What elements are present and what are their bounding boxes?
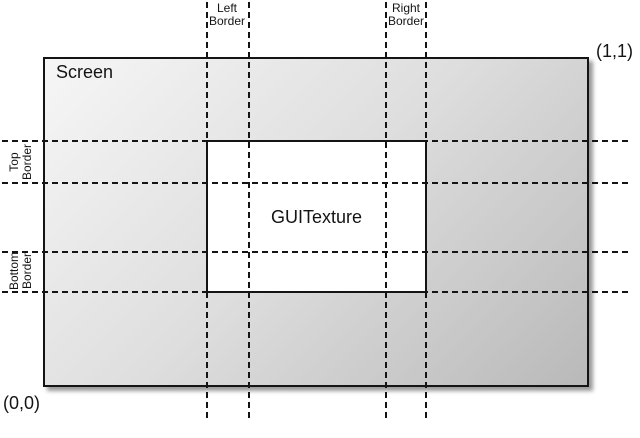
bottom-border-inner-guide-line xyxy=(2,251,630,253)
guitexture-rect: GUITexture xyxy=(206,140,427,293)
right-border-outer-guide-line xyxy=(425,2,427,422)
guitexture-label: GUITexture xyxy=(270,206,363,227)
top-border-outer-guide-line xyxy=(2,140,630,142)
bottom-border-label: Bottom Border xyxy=(7,252,34,291)
top-right-coordinate-label: (1,1) xyxy=(596,41,634,61)
left-border-outer-guide-line xyxy=(206,2,208,422)
right-border-inner-guide-line xyxy=(385,2,387,422)
screen-label: Screen xyxy=(56,62,114,82)
left-border-inner-guide-line xyxy=(248,2,250,422)
right-border-label: Right Border xyxy=(387,1,425,28)
top-border-inner-guide-line xyxy=(2,182,630,184)
origin-coordinate-label: (0,0) xyxy=(3,393,41,413)
bottom-border-outer-guide-line xyxy=(2,291,630,293)
top-border-label: Top Border xyxy=(7,143,34,181)
left-border-label: Left Border xyxy=(208,1,246,28)
